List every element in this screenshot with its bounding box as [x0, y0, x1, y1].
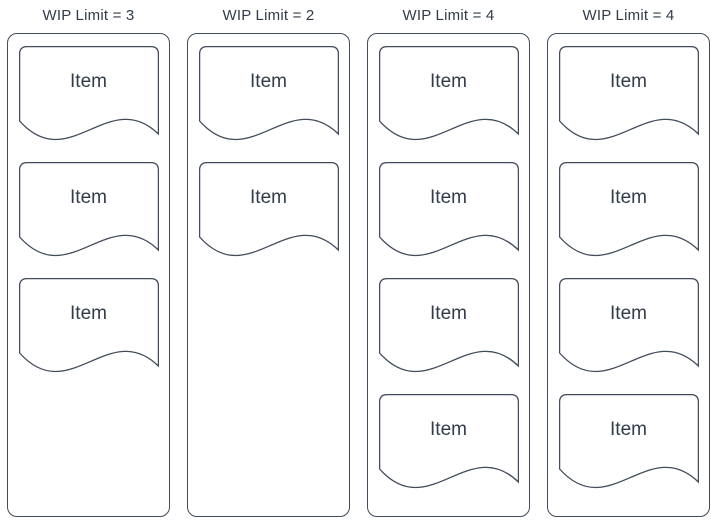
work-item-card: Item	[378, 278, 519, 375]
column-container: Item Item Item	[7, 33, 170, 517]
document-shape-icon	[378, 162, 519, 257]
document-shape-icon	[558, 162, 699, 257]
kanban-column-4: WIP Limit = 4 Item Item Item Item	[547, 6, 710, 522]
wip-limit-label: WIP Limit = 4	[582, 7, 675, 24]
document-shape-icon	[378, 46, 519, 141]
document-shape-icon	[378, 278, 519, 373]
work-item-card: Item	[558, 394, 699, 491]
work-item-card: Item	[378, 394, 519, 491]
work-item-card: Item	[18, 162, 159, 259]
document-shape-icon	[198, 46, 339, 141]
kanban-column-3: WIP Limit = 4 Item Item Item Item	[367, 6, 530, 522]
kanban-column-2: WIP Limit = 2 Item Item	[187, 6, 350, 522]
column-container: Item Item Item Item	[547, 33, 710, 517]
work-item-card: Item	[558, 278, 699, 375]
work-item-card: Item	[558, 46, 699, 143]
column-container: Item Item Item Item	[367, 33, 530, 517]
work-item-card: Item	[558, 162, 699, 259]
work-item-card: Item	[378, 46, 519, 143]
work-item-card: Item	[18, 278, 159, 375]
document-shape-icon	[18, 278, 159, 373]
document-shape-icon	[378, 394, 519, 489]
wip-limit-label: WIP Limit = 4	[402, 7, 495, 24]
wip-limit-label: WIP Limit = 2	[222, 7, 315, 24]
kanban-column-1: WIP Limit = 3 Item Item Item	[7, 6, 170, 522]
document-shape-icon	[558, 394, 699, 489]
column-container: Item Item	[187, 33, 350, 517]
work-item-card: Item	[18, 46, 159, 143]
work-item-card: Item	[198, 46, 339, 143]
work-item-card: Item	[198, 162, 339, 259]
document-shape-icon	[558, 278, 699, 373]
work-item-card: Item	[378, 162, 519, 259]
wip-limit-label: WIP Limit = 3	[42, 7, 135, 24]
document-shape-icon	[18, 162, 159, 257]
document-shape-icon	[18, 46, 159, 141]
document-shape-icon	[558, 46, 699, 141]
document-shape-icon	[198, 162, 339, 257]
